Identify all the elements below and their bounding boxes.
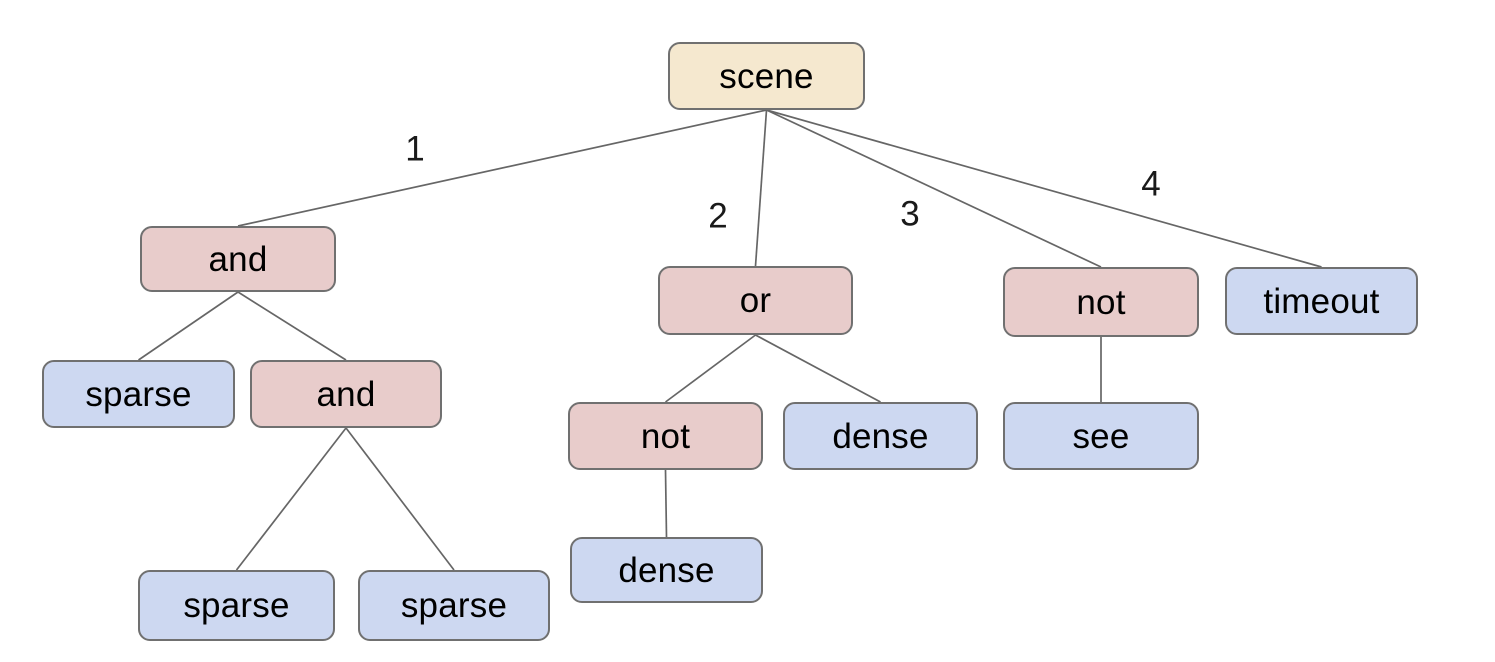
edge-label-4: 4 — [1141, 164, 1161, 204]
edge-scene-to-or-1 — [754, 109, 768, 267]
edge-scene-to-and-1 — [237, 109, 767, 227]
edge-scene-to-timeout-1 — [766, 109, 1322, 268]
edge-not-2-to-dense-2 — [664, 469, 668, 538]
node-see-1: see — [1003, 402, 1199, 470]
edge-and-1-to-sparse-1 — [138, 291, 239, 361]
node-not-1: not — [1003, 267, 1199, 337]
node-label: timeout — [1263, 281, 1380, 321]
node-scene: scene — [668, 42, 865, 110]
edge-label-1: 1 — [405, 129, 425, 169]
edge-or-1-to-not-2 — [664, 334, 757, 403]
edge-label-3: 3 — [900, 194, 920, 234]
node-label: sparse — [183, 586, 290, 625]
edge-or-1-to-dense-1 — [755, 334, 881, 403]
node-and-1: and — [140, 226, 336, 292]
edge-and-2-to-sparse-2 — [235, 427, 347, 571]
node-label: dense — [832, 416, 929, 456]
node-label: and — [316, 374, 376, 414]
node-label: and — [208, 239, 268, 279]
node-label: or — [739, 281, 772, 320]
edge-and-1-to-and-2 — [237, 291, 347, 361]
edge-scene-to-not-1 — [766, 109, 1102, 268]
node-sparse-1: sparse — [42, 360, 235, 428]
node-label: not — [640, 416, 691, 456]
node-dense-1: dense — [783, 402, 978, 470]
node-not-2: not — [568, 402, 763, 470]
node-sparse-3: sparse — [358, 570, 550, 641]
node-or-1: or — [658, 266, 853, 335]
node-label: sparse — [85, 374, 192, 414]
node-label: not — [1076, 282, 1126, 322]
node-and-2: and — [250, 360, 442, 428]
node-label: dense — [618, 550, 715, 590]
node-timeout-1: timeout — [1225, 267, 1418, 335]
edge-and-2-to-sparse-3 — [345, 427, 455, 571]
edge-label-2: 2 — [708, 196, 728, 236]
node-dense-2: dense — [570, 537, 763, 603]
node-label: sparse — [400, 586, 508, 625]
node-label: scene — [719, 56, 814, 96]
node-label: see — [1072, 416, 1130, 456]
node-sparse-2: sparse — [138, 570, 335, 641]
